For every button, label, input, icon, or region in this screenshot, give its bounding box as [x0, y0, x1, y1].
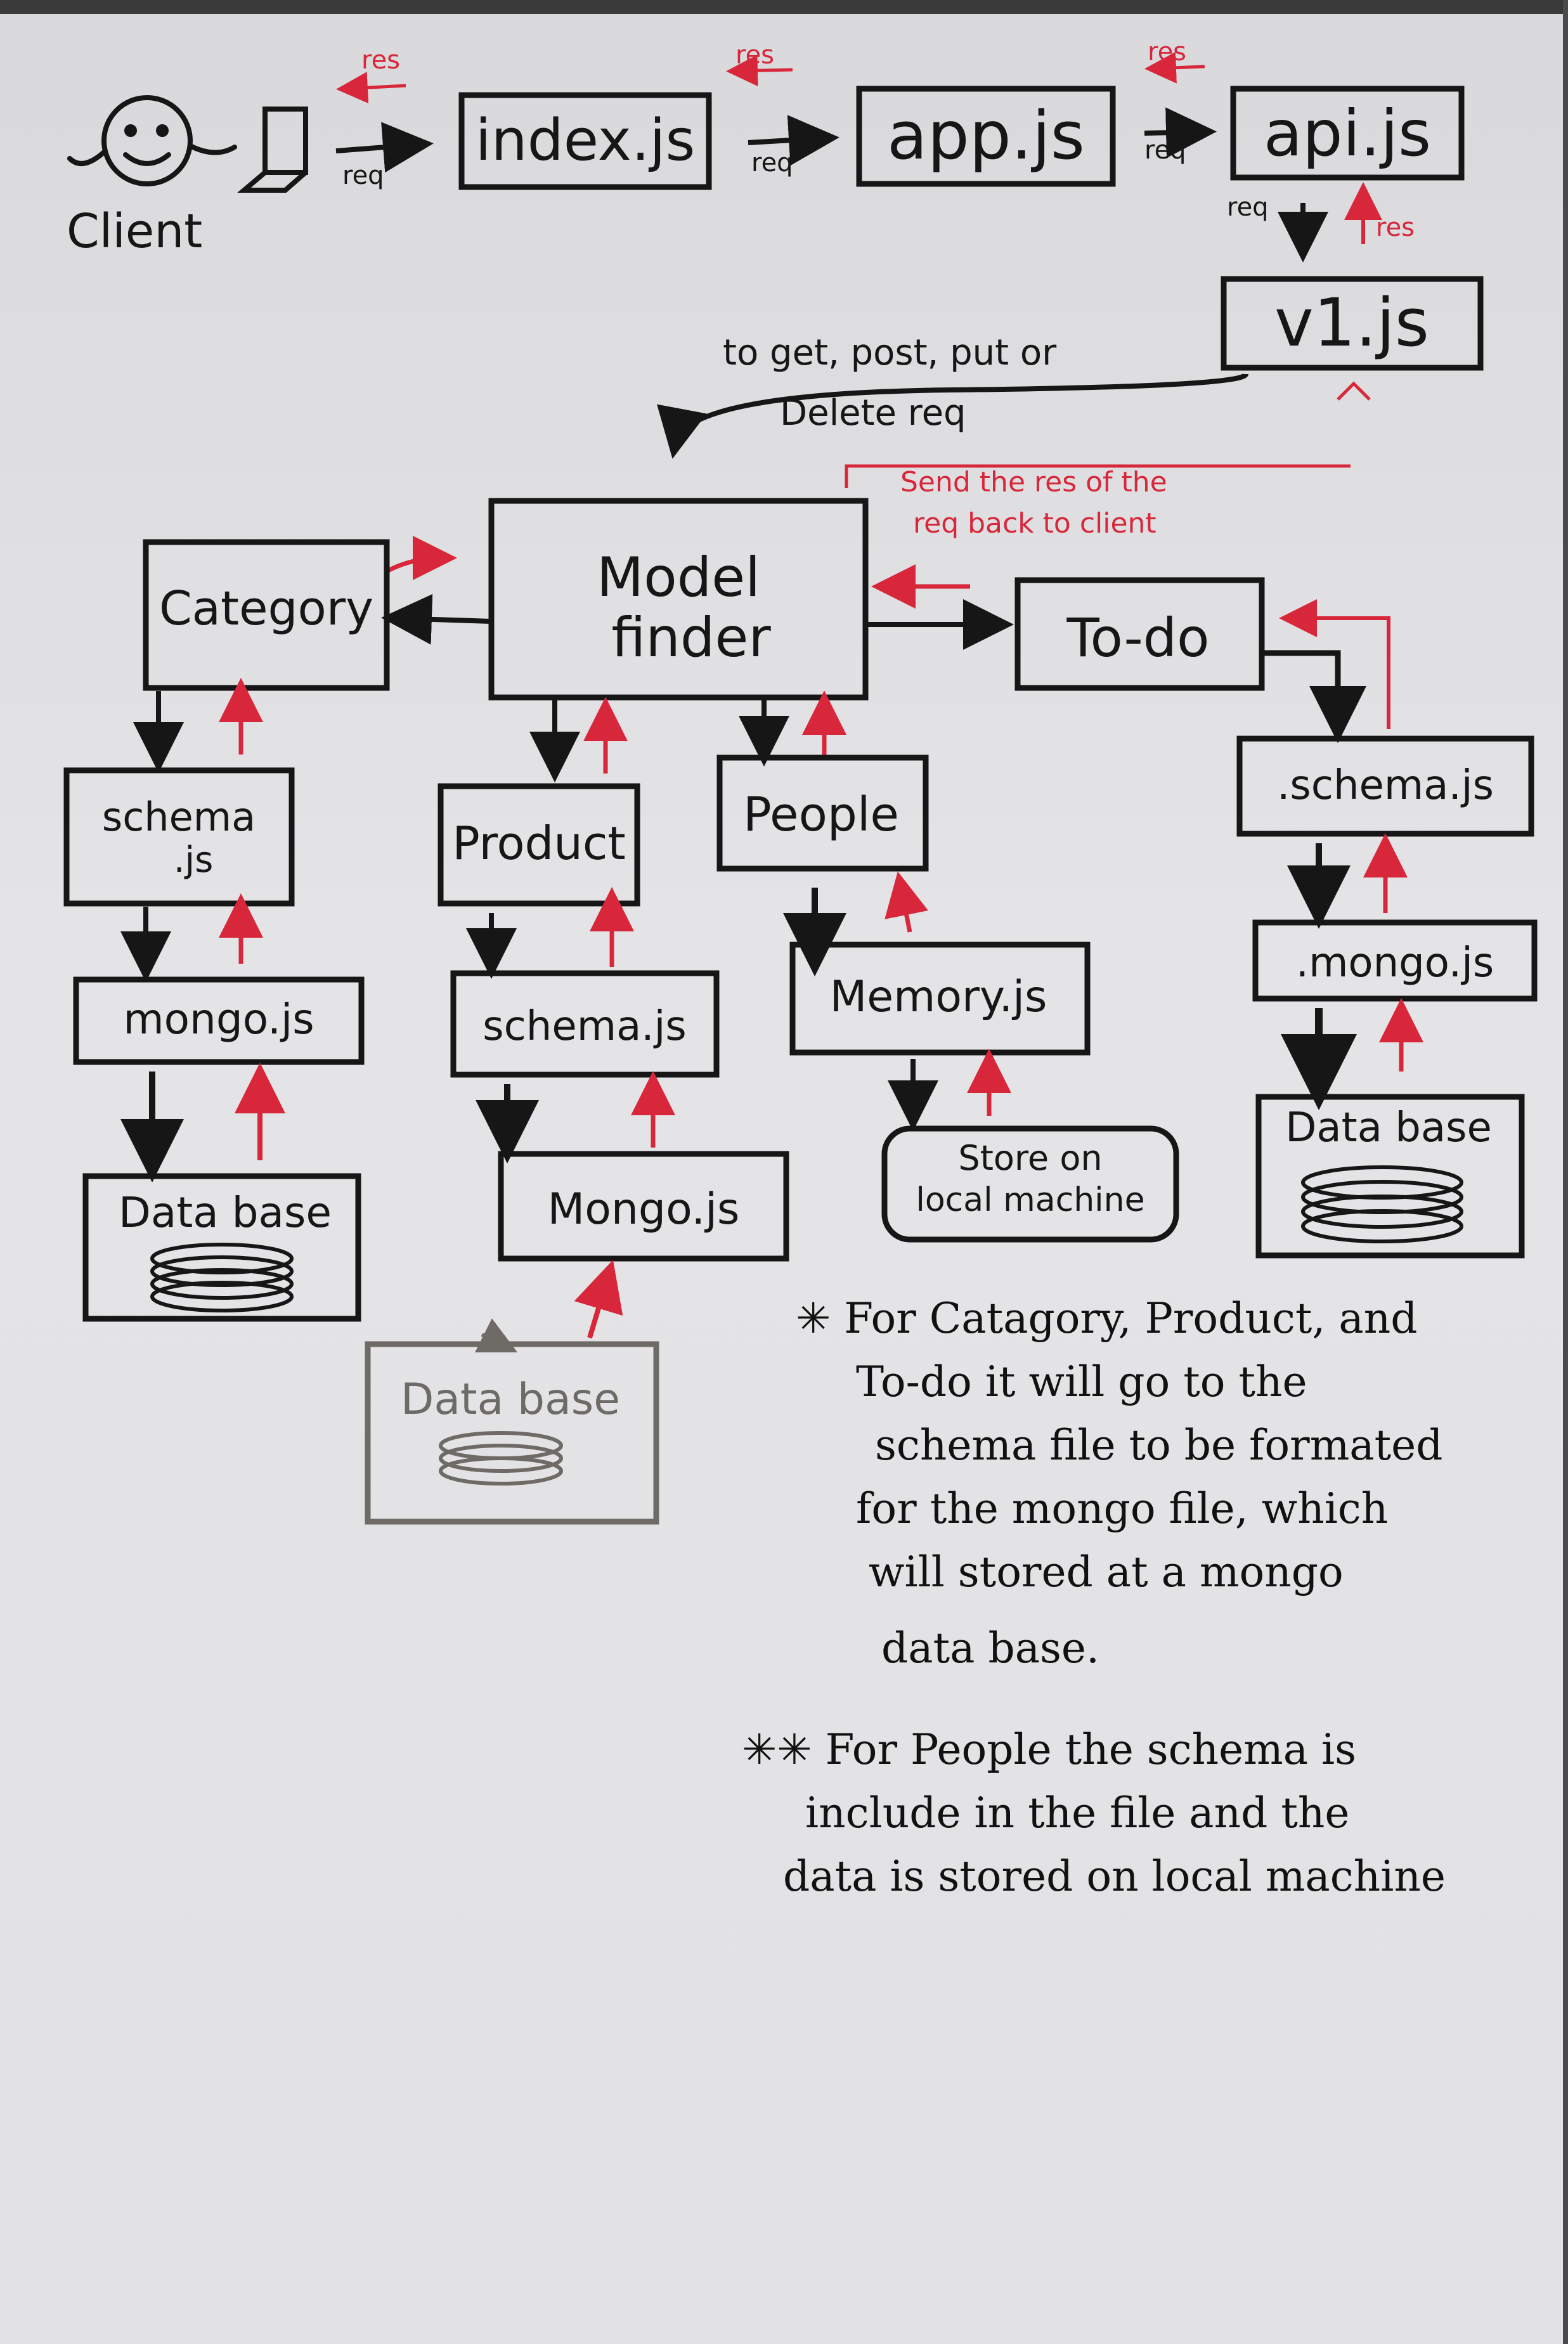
product-schema-label: schema.js — [483, 1003, 687, 1050]
people-store-label-2: local machine — [916, 1181, 1144, 1219]
res-label-4: res — [1376, 213, 1415, 242]
category-db-box — [82, 1173, 361, 1322]
laptop-icon — [237, 107, 308, 193]
product-mongo-label: Mongo.js — [548, 1184, 740, 1234]
client-figure — [67, 95, 237, 186]
v1-to-finder-arrow — [657, 373, 1248, 459]
app-js-box — [856, 86, 1116, 187]
client-label: Client — [67, 204, 202, 259]
todo-db-icon — [1301, 1165, 1463, 1243]
note1-line: for the mongo file, which — [856, 1484, 1389, 1533]
product-mongo-box — [498, 1151, 789, 1262]
req-arrow-3 — [1144, 107, 1217, 159]
product-schema-box — [450, 970, 720, 1078]
todo-label: To-do — [1066, 607, 1209, 669]
people-memory-label: Memory.js — [830, 972, 1047, 1022]
res-arrow-1 — [336, 72, 406, 104]
category-box — [143, 539, 390, 691]
people-up-1 — [884, 871, 928, 933]
category-label: Category — [159, 581, 373, 636]
todo-db-box — [1255, 1094, 1525, 1259]
product-db-icon — [439, 1431, 563, 1486]
send-res-label-1: Send the res of the — [900, 466, 1167, 498]
model-finder-box — [488, 498, 869, 701]
note1-line: schema file to be formated — [875, 1421, 1443, 1470]
todo-up-1 — [1279, 599, 1390, 729]
product-label: Product — [452, 817, 625, 870]
todo-box — [1014, 577, 1265, 691]
model-finder-label-2: finder — [611, 606, 771, 670]
product-down-3 — [475, 1318, 518, 1353]
v1-js-label: v1.js — [1274, 284, 1429, 361]
v1-finder-label-1: to get, post, put or — [723, 332, 1057, 373]
todo-schema-label: .schema.js — [1277, 762, 1494, 809]
finder-to-category-arrow — [381, 593, 492, 645]
req-label-3: req — [1144, 136, 1186, 165]
todo-down-1 — [1262, 650, 1366, 743]
note2-line: data is stored on local machine — [783, 1852, 1446, 1901]
res-label-1: res — [361, 46, 400, 75]
api-js-label: api.js — [1264, 96, 1431, 171]
note2-line: ✳✳ For People the schema is — [742, 1725, 1357, 1774]
req-arrow-2 — [748, 115, 839, 166]
res-label-3: res — [1148, 37, 1186, 67]
res-label-2: res — [735, 41, 774, 70]
v1-finder-label-2: Delete req — [780, 392, 966, 434]
category-db-label: Data base — [119, 1188, 332, 1237]
send-res-line — [845, 464, 1351, 488]
res-arrow-2 — [726, 55, 793, 87]
req-arrow-1 — [335, 122, 434, 173]
product-db-label: Data base — [401, 1375, 620, 1425]
v1-js-box — [1221, 276, 1484, 371]
req-label-4: req — [1227, 193, 1269, 222]
todo-db-label: Data base — [1285, 1104, 1492, 1151]
note2-line: include in the file and the — [805, 1789, 1350, 1837]
note1-line: ✳ For Catagory, Product, and — [796, 1294, 1418, 1343]
category-schema-label-1: schema — [102, 794, 256, 840]
category-to-finder-res — [387, 536, 457, 581]
note1-line: data base. — [881, 1624, 1099, 1673]
note1-line: will stored at a mongo — [869, 1548, 1344, 1596]
product-up-3 — [574, 1260, 623, 1339]
people-label: People — [743, 787, 899, 842]
index-js-box — [458, 92, 712, 190]
todo-mongo-label: .mongo.js — [1296, 940, 1494, 987]
note-people-model: ✳✳ For People the schema is include in t… — [742, 1718, 1446, 1908]
note-mongo-models: ✳ For Catagory, Product, and To-do it wi… — [796, 1287, 1442, 1680]
right-edge — [1563, 0, 1568, 2344]
index-js-label: index.js — [476, 107, 696, 174]
category-mongo-label: mongo.js — [123, 995, 314, 1044]
send-res-caret — [1337, 381, 1371, 401]
people-memory-box — [789, 942, 1091, 1056]
app-js-label: app.js — [887, 97, 1085, 174]
send-res-label-2: req back to client — [913, 507, 1157, 540]
people-store-label-1: Store on — [958, 1138, 1102, 1178]
note1-line: To-do it will go to the — [856, 1357, 1307, 1406]
api-js-box — [1230, 86, 1465, 181]
req-label-2: req — [751, 148, 793, 178]
model-finder-label-1: Model — [597, 546, 760, 609]
category-mongo-box — [73, 976, 365, 1065]
res-arrow-3 — [1144, 51, 1205, 84]
people-box — [716, 754, 929, 872]
category-schema-label-2: .js — [174, 839, 214, 881]
people-store-box — [881, 1125, 1179, 1243]
category-db-icon — [150, 1243, 294, 1312]
product-box — [437, 783, 640, 907]
top-edge — [0, 0, 1568, 14]
req-label-1: req — [342, 161, 384, 190]
